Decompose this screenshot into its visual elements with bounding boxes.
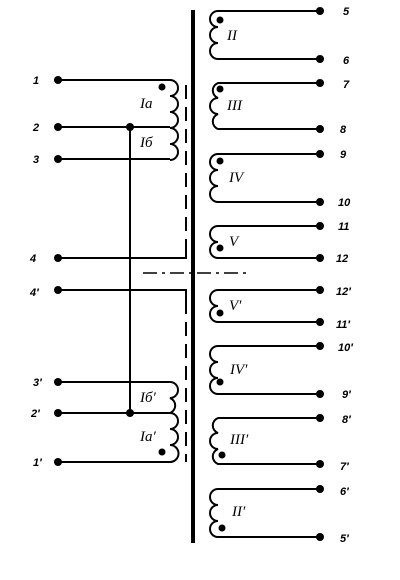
terminal-9p-label: 9′ bbox=[342, 389, 352, 401]
secondary-windings bbox=[209, 10, 320, 538]
winding-iiip-label: III′ bbox=[229, 432, 249, 448]
right-terminal-dots bbox=[216, 7, 324, 541]
terminal-4p-label: 4′ bbox=[29, 287, 40, 299]
winding-ibp-label: Iб′ bbox=[139, 390, 157, 406]
terminal-9-label: 9 bbox=[340, 149, 347, 161]
terminal-1p-label: 1′ bbox=[33, 457, 43, 469]
terminal-2p-label: 2′ bbox=[30, 408, 41, 420]
winding-ib-label: Iб bbox=[139, 135, 153, 151]
winding-ii-label: II bbox=[226, 28, 238, 44]
winding-v-label: V bbox=[229, 234, 240, 250]
winding-iip-label: II′ bbox=[231, 504, 246, 520]
terminal-7p-label: 7′ bbox=[340, 461, 350, 473]
terminal-3p-label: 3′ bbox=[33, 377, 43, 389]
winding-ivp-label: IV′ bbox=[229, 362, 248, 378]
winding-vp-label: V′ bbox=[229, 298, 242, 314]
winding-ia-label: Ia bbox=[139, 96, 153, 112]
left-terminal-dots bbox=[54, 76, 166, 466]
terminal-7-label: 7 bbox=[343, 79, 350, 91]
winding-iap-label: Ia′ bbox=[139, 429, 156, 445]
winding-iii-label: III bbox=[226, 98, 243, 114]
terminal-5-label: 5 bbox=[343, 6, 350, 18]
winding-ia-ib-prime bbox=[58, 289, 187, 463]
terminal-11p-label: 11′ bbox=[336, 319, 351, 331]
terminal-3-label: 3 bbox=[33, 154, 39, 166]
winding-iv-label: IV bbox=[228, 170, 245, 186]
terminal-8p-label: 8′ bbox=[342, 414, 352, 426]
terminal-5p-label: 5′ bbox=[340, 533, 350, 545]
terminal-12p-label: 12′ bbox=[336, 286, 352, 298]
terminal-8-label: 8 bbox=[340, 124, 347, 136]
terminal-12-label: 12 bbox=[336, 253, 348, 265]
terminal-10-label: 10 bbox=[338, 197, 351, 209]
terminal-4-label: 4 bbox=[29, 253, 36, 265]
terminal-10p-label: 10′ bbox=[338, 342, 354, 354]
terminal-6-label: 6 bbox=[343, 55, 350, 67]
terminal-6p-label: 6′ bbox=[340, 486, 350, 498]
terminal-1-label: 1 bbox=[33, 75, 39, 87]
winding-ia-ib bbox=[58, 79, 187, 259]
terminal-2-label: 2 bbox=[32, 122, 39, 134]
terminal-11-label: 11 bbox=[338, 221, 349, 233]
